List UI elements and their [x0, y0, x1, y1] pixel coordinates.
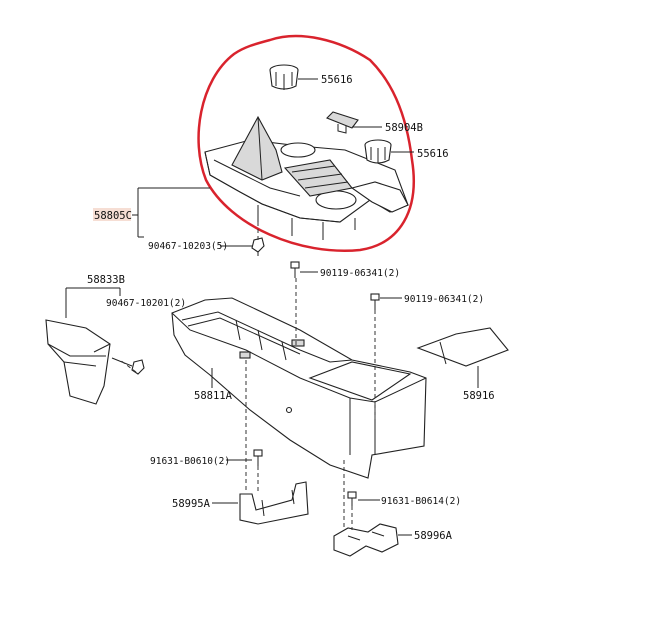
highlight-circle [197, 34, 415, 252]
bracket-58995a [239, 481, 309, 525]
bracket-58996a [333, 523, 399, 557]
label-90467-10203: 90467-10203(5) [148, 241, 228, 252]
label-91631-b0614: 91631-B0614(2) [381, 496, 461, 507]
screw-91631-b0610 [253, 449, 263, 466]
clip-58904b [326, 111, 359, 134]
label-highlight-58805c [93, 208, 131, 221]
label-58995a: 58995A [172, 498, 211, 510]
assembly-lines [119, 222, 376, 530]
console-box-58811a [171, 297, 427, 479]
label-55616-right: 55616 [417, 148, 449, 160]
label-55616-top: 55616 [321, 74, 353, 86]
screw-91631-b0614 [347, 491, 357, 508]
label-90119-06341-right: 90119-06341(2) [404, 294, 484, 305]
screw-90119-06341-right [370, 293, 380, 310]
panel-58916 [416, 327, 509, 367]
label-90119-06341-center: 90119-06341(2) [320, 268, 400, 279]
screw-90119-06341-center [290, 261, 300, 278]
knob-55616-right [364, 139, 392, 164]
label-58996a: 58996A [414, 530, 453, 542]
knob-55616-top [269, 64, 299, 90]
label-58811a: 58811A [194, 390, 233, 402]
side-panel-58833b [45, 319, 111, 405]
label-58916: 58916 [463, 390, 495, 402]
shift-panel-58805c [204, 115, 409, 240]
label-58833b: 58833B [87, 274, 125, 286]
leader-lines [65, 78, 479, 536]
label-58805c: 58805C [94, 210, 132, 222]
label-90467-10201: 90467-10201(2) [106, 298, 186, 309]
screw-90467-10203 [251, 237, 265, 256]
label-58904b: 58904B [385, 122, 423, 134]
label-91631-b0610: 91631-B0610(2) [150, 456, 230, 467]
